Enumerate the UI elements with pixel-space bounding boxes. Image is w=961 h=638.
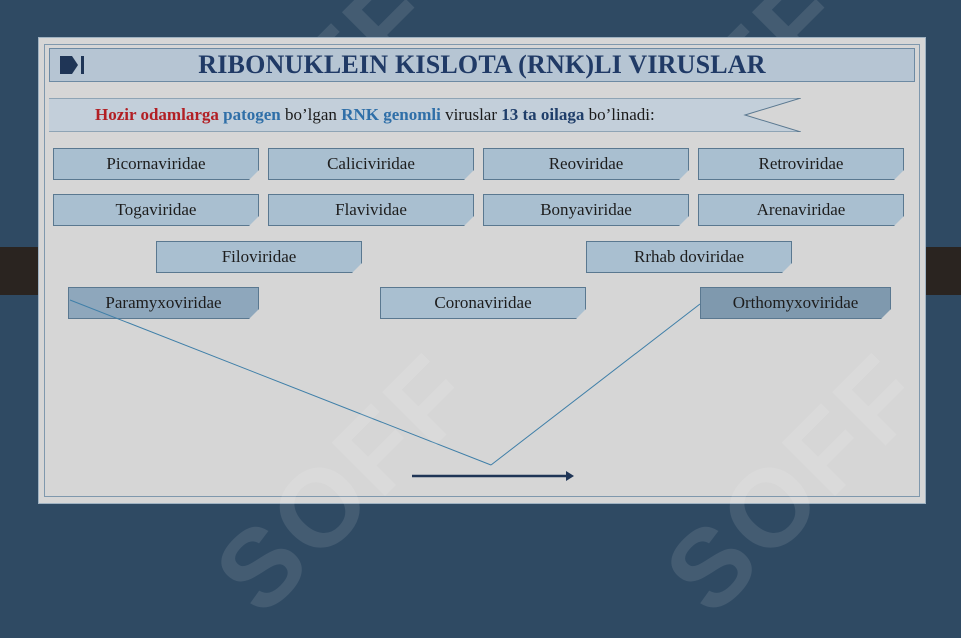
page-title: RIBONUKLEIN KISLOTA (RNK)LI VIRUSLAR xyxy=(198,50,766,79)
family-orthomyxoviridae: Orthomyxoviridae xyxy=(700,287,891,319)
family-paramyxoviridae: Paramyxoviridae xyxy=(68,287,259,319)
intro-part-3: bo’lgan xyxy=(285,105,337,124)
intro-part-5: viruslar xyxy=(445,105,498,124)
family-rrhabdoviridae: Rrhab doviridae xyxy=(586,241,792,273)
family-togaviridae: Togaviridae xyxy=(53,194,259,226)
family-coronaviridae: Coronaviridae xyxy=(380,287,586,319)
family-retroviridae: Retroviridae xyxy=(698,148,904,180)
family-reoviridae: Reoviridae xyxy=(483,148,689,180)
play-pause-icon xyxy=(60,56,84,74)
family-picornaviridae: Picornaviridae xyxy=(53,148,259,180)
family-caliciviridae: Caliciviridae xyxy=(268,148,474,180)
intro-part-2: patogen xyxy=(223,105,281,124)
family-filoviridae: Filoviridae xyxy=(156,241,362,273)
intro-part-1: Hozir odamlarga xyxy=(95,105,219,124)
intro-banner: Hozir odamlarga patogen bo’lgan RNK geno… xyxy=(49,98,801,132)
family-bonyaviridae: Bonyaviridae xyxy=(483,194,689,226)
family-arenaviridae: Arenaviridae xyxy=(698,194,904,226)
intro-part-4: RNK genomli xyxy=(341,105,441,124)
intro-part-7: bo’linadi: xyxy=(588,105,655,124)
slide-border xyxy=(44,44,920,497)
title-bar: RIBONUKLEIN KISLOTA (RNK)LI VIRUSLAR xyxy=(49,48,915,82)
intro-part-6: 13 ta oilaga xyxy=(501,105,585,124)
intro-text: Hozir odamlarga patogen bo’lgan RNK geno… xyxy=(95,105,655,125)
family-flavividae: Flavividae xyxy=(268,194,474,226)
